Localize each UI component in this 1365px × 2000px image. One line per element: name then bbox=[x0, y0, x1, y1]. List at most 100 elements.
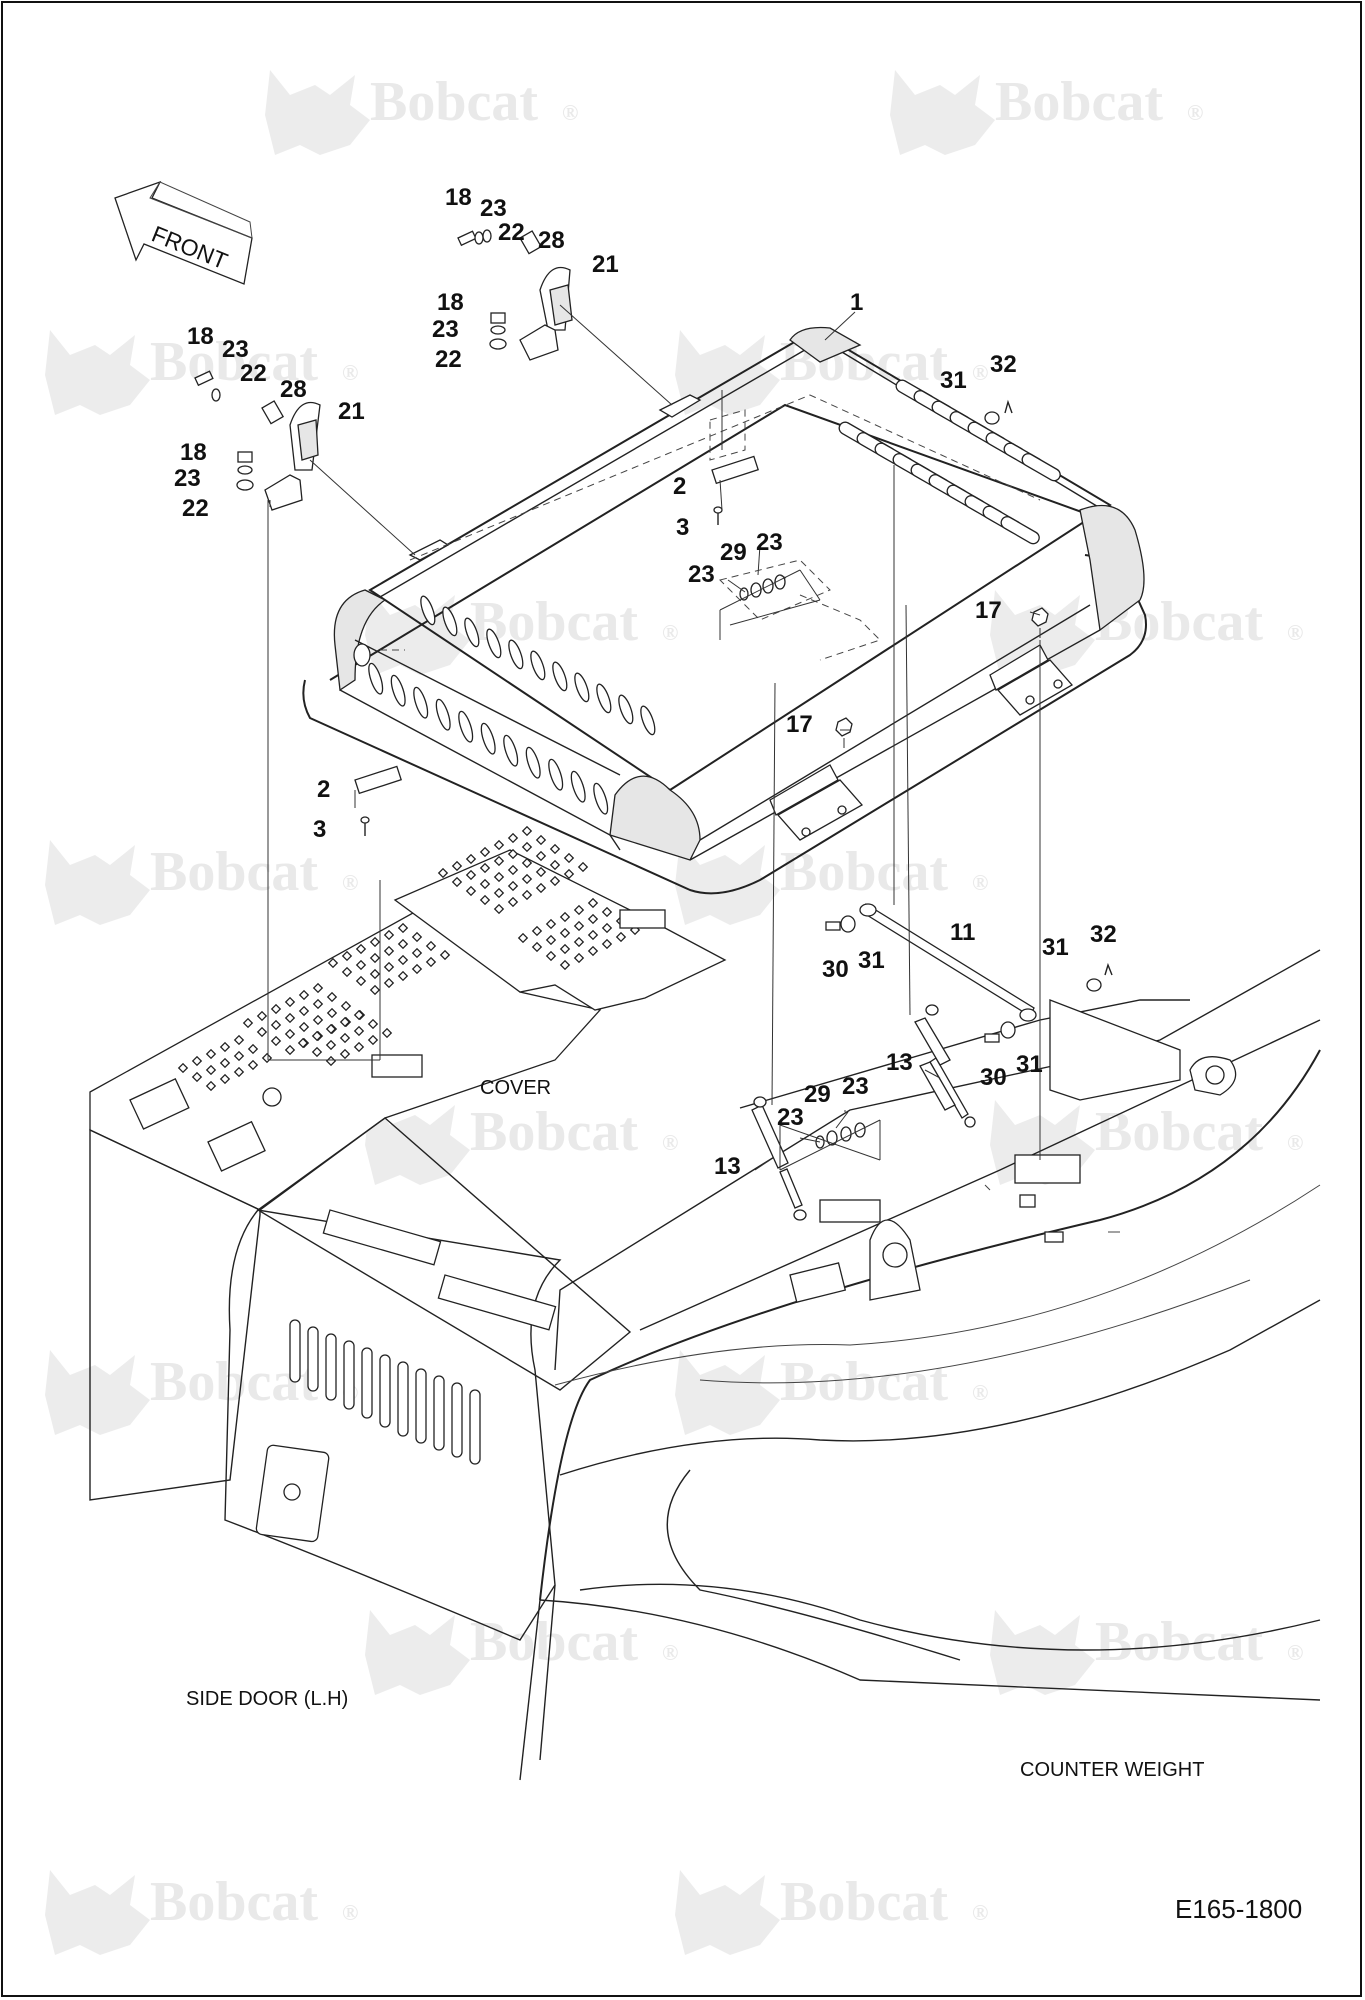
bobcat-logo-icon bbox=[675, 840, 780, 925]
perforation bbox=[297, 1037, 309, 1049]
callout-23: 23 bbox=[756, 529, 783, 556]
perforation bbox=[340, 1000, 352, 1012]
hood-louver-slot bbox=[530, 650, 546, 681]
washer-31-top bbox=[984, 411, 1000, 425]
callout-3: 3 bbox=[313, 816, 326, 843]
perforation bbox=[563, 852, 575, 864]
hood-louver-slot bbox=[508, 639, 524, 670]
washer-stack-lower bbox=[815, 1122, 866, 1149]
perforation bbox=[535, 834, 547, 846]
perforation bbox=[284, 1012, 296, 1024]
floor-fittings bbox=[129, 909, 666, 1172]
callout-28: 28 bbox=[538, 227, 565, 254]
hood-louver-slot bbox=[1000, 516, 1040, 545]
callout-23: 23 bbox=[777, 1104, 804, 1131]
perforation bbox=[493, 887, 505, 899]
perforation bbox=[507, 880, 519, 892]
bobcat-logo-icon bbox=[990, 590, 1095, 675]
perforation bbox=[353, 1041, 365, 1053]
perforation bbox=[531, 941, 543, 953]
watermark-text: Bobcat bbox=[1095, 1611, 1263, 1673]
callout-28: 28 bbox=[280, 376, 307, 403]
door-louver-slot bbox=[469, 1389, 481, 1465]
perforation bbox=[507, 848, 519, 860]
callout-22: 22 bbox=[240, 360, 267, 387]
perforation bbox=[205, 1080, 217, 1092]
perforation bbox=[383, 945, 395, 957]
perforation bbox=[177, 1062, 189, 1074]
bobcat-logo-icon bbox=[45, 1350, 150, 1435]
callout-23: 23 bbox=[432, 316, 459, 343]
perforation bbox=[383, 977, 395, 989]
perforation bbox=[493, 839, 505, 851]
perforation bbox=[284, 996, 296, 1008]
perforation bbox=[493, 871, 505, 883]
perforation bbox=[411, 947, 423, 959]
engine-frame bbox=[554, 949, 1321, 1371]
perforation bbox=[587, 929, 599, 941]
perforation bbox=[219, 1057, 231, 1069]
watermark: Bobcat® bbox=[675, 1350, 988, 1435]
watermark-registered-mark: ® bbox=[342, 360, 358, 385]
callout-23: 23 bbox=[222, 336, 249, 363]
watermark-registered-mark: ® bbox=[1287, 1640, 1303, 1665]
hinge-right bbox=[989, 644, 1074, 716]
callout-22: 22 bbox=[435, 346, 462, 373]
bobcat-logo-icon bbox=[890, 70, 995, 155]
perforation bbox=[437, 867, 449, 879]
rear-bracket bbox=[1049, 999, 1181, 1101]
perforation bbox=[587, 945, 599, 957]
perforation bbox=[587, 913, 599, 925]
perforation bbox=[535, 850, 547, 862]
perforation bbox=[573, 936, 585, 948]
perforation bbox=[327, 957, 339, 969]
bobcat-logo-icon bbox=[45, 1870, 150, 1955]
side-panel-left bbox=[89, 1128, 261, 1501]
callout-13: 13 bbox=[886, 1049, 913, 1076]
perforation bbox=[549, 875, 561, 887]
perforation bbox=[233, 1066, 245, 1078]
perforation bbox=[535, 866, 547, 878]
hood-louver-slot bbox=[570, 770, 586, 803]
hood-louver-slot bbox=[390, 674, 406, 707]
perforation bbox=[559, 911, 571, 923]
hood-louver-slot bbox=[413, 686, 429, 719]
watermark-registered-mark: ® bbox=[562, 100, 578, 125]
callout-23: 23 bbox=[174, 465, 201, 492]
bobcat-logo-icon bbox=[265, 70, 370, 155]
perforation bbox=[355, 943, 367, 955]
watermark: Bobcat® bbox=[365, 1100, 678, 1185]
perforation bbox=[312, 998, 324, 1010]
callout-18: 18 bbox=[180, 439, 207, 466]
perforation bbox=[545, 950, 557, 962]
watermark-registered-mark: ® bbox=[342, 870, 358, 895]
bolt-17-right bbox=[1031, 607, 1049, 638]
perforation bbox=[326, 1007, 338, 1019]
side-door-top-panel bbox=[256, 1117, 632, 1391]
cover-rest-block-left bbox=[371, 1054, 423, 1078]
perforation bbox=[325, 1023, 337, 1035]
perforation bbox=[517, 932, 529, 944]
callout-13: 13 bbox=[714, 1153, 741, 1180]
floor-plate-right bbox=[393, 849, 727, 1011]
perforation bbox=[465, 853, 477, 865]
perforation bbox=[191, 1055, 203, 1067]
perforation bbox=[559, 959, 571, 971]
perforation bbox=[425, 956, 437, 968]
perforation bbox=[479, 862, 491, 874]
watermark-text: Bobcat bbox=[780, 1871, 948, 1933]
hood-louver-slot bbox=[480, 722, 496, 755]
perforation bbox=[311, 1030, 323, 1042]
clip-32-top bbox=[1004, 399, 1013, 414]
watermark-text: Bobcat bbox=[150, 1871, 318, 1933]
perforation bbox=[219, 1073, 231, 1085]
perforation bbox=[521, 841, 533, 853]
watermark-text: Bobcat bbox=[370, 71, 538, 133]
callout-18: 18 bbox=[187, 323, 214, 350]
door-louver-slot bbox=[289, 1319, 301, 1383]
latch-spring-28-lower bbox=[261, 400, 285, 425]
watermark: Bobcat® bbox=[675, 840, 988, 925]
door-louver-slot bbox=[361, 1347, 373, 1419]
callout-23: 23 bbox=[480, 195, 507, 222]
